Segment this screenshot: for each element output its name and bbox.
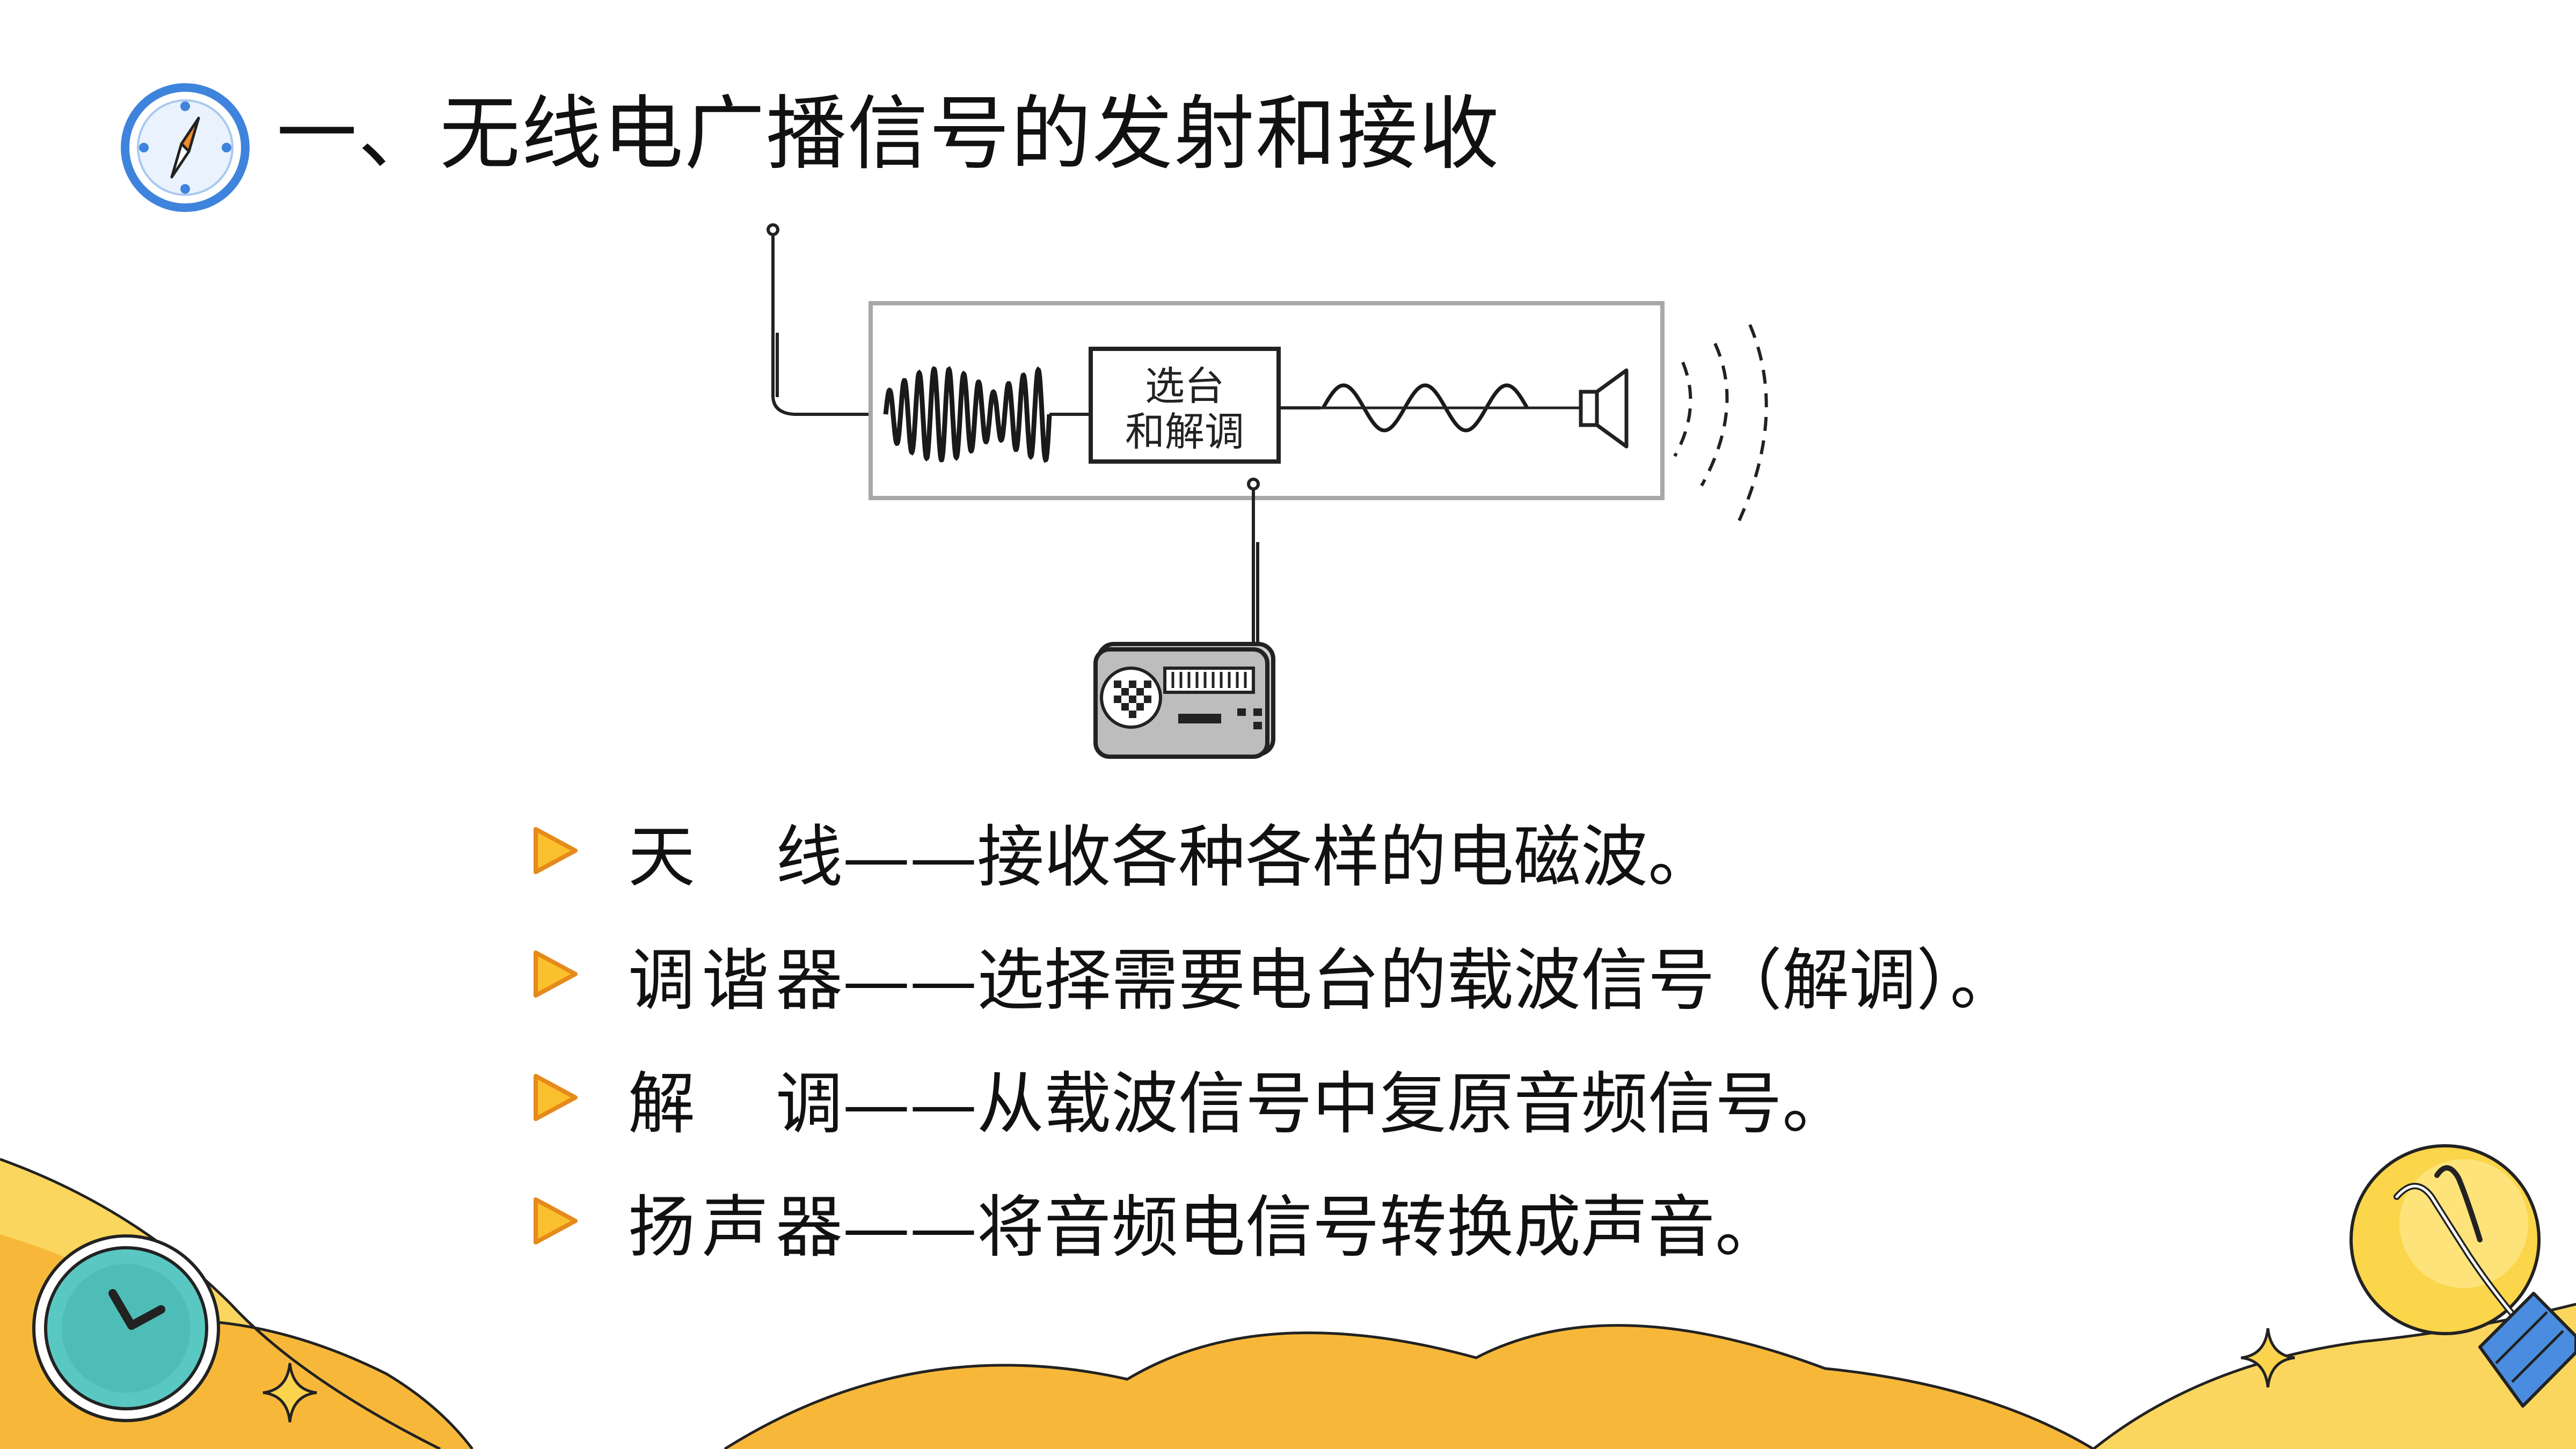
right-wave-back (2093, 1304, 2576, 1449)
radio-antenna (1247, 478, 1260, 652)
bullet-term: 天线 (628, 818, 843, 896)
antenna-icon (767, 223, 870, 416)
page-title: 一、无线电广播信号的发射和接收 (276, 87, 1501, 181)
audio-wave (1321, 383, 1529, 433)
bullet-description: ——从载波信号中复原音频信号。 (843, 1065, 1849, 1143)
bullet-term: 解调 (628, 1065, 843, 1143)
list-item: 扬声器 ——将音频电信号转换成声音。 (531, 1159, 2017, 1283)
triangle-bullet-icon (534, 950, 578, 998)
center-mound (725, 1325, 2093, 1449)
clock-icon (32, 1234, 220, 1422)
speaker-icon (1579, 368, 1629, 449)
modulated-wave (883, 366, 1052, 463)
broadcast-diagram: 选台 和解调 (767, 223, 1768, 652)
bullet-description: ——将音频电信号转换成声音。 (843, 1188, 1782, 1267)
triangle-bullet-icon (534, 1197, 578, 1245)
sparkle-icon (262, 1363, 317, 1423)
tuner-demod-box (1089, 347, 1281, 464)
sound-wave-arcs (1673, 324, 1768, 522)
bullet-description: ——选择需要电台的载波信号（解调）。 (843, 941, 2017, 1020)
box-label-line1: 选台 (1145, 363, 1224, 409)
list-item: 天线 ——接收各种各样的电磁波。 (531, 789, 2017, 912)
component-description-list: 天线 ——接收各种各样的电磁波。 调谐器 ——选择需要电台的载波信号（解调）。 … (531, 789, 2017, 1283)
bullet-description: ——接收各种各样的电磁波。 (843, 818, 1715, 896)
list-item: 调谐器 ——选择需要电台的载波信号（解调）。 (531, 912, 2017, 1036)
receiver-frame (869, 301, 1665, 500)
triangle-bullet-icon (534, 1074, 578, 1121)
bullet-term: 调谐器 (628, 941, 843, 1020)
sparkle-icon (2241, 1328, 2295, 1388)
compass-icon (121, 83, 250, 212)
lightbulb-icon (2349, 1144, 2576, 1408)
list-item: 解调 ——从载波信号中复原音频信号。 (531, 1036, 2017, 1159)
bullet-term: 扬声器 (628, 1188, 843, 1267)
box-label-line2: 和解调 (1125, 409, 1244, 455)
radio-icon (1093, 642, 1275, 759)
bottom-decoration (0, 1144, 2576, 1449)
triangle-bullet-icon (534, 827, 578, 874)
